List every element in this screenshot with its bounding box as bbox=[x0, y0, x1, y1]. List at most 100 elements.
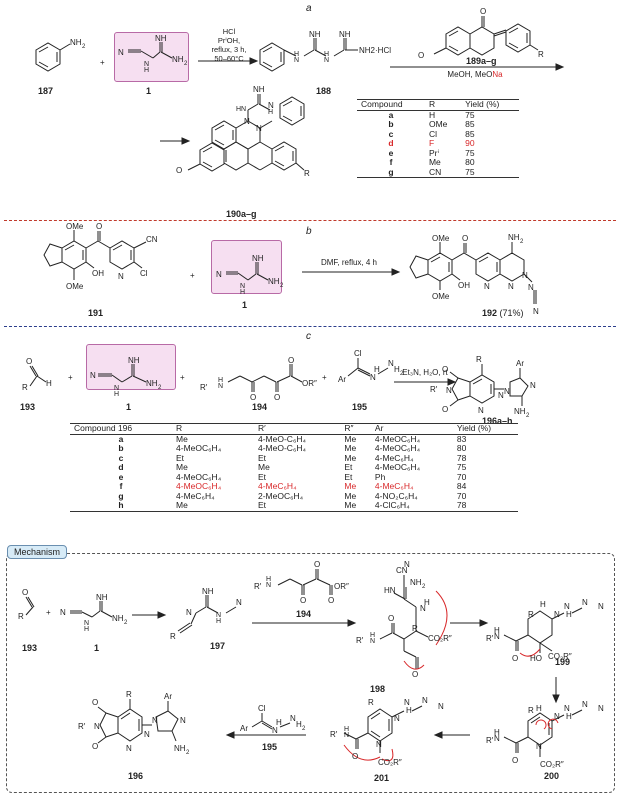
table-cell: 84 bbox=[456, 481, 467, 491]
condition-a1-line: HCl bbox=[222, 27, 236, 36]
svg-text:O: O bbox=[96, 222, 102, 231]
svg-text:2: 2 bbox=[526, 413, 530, 419]
table-header: Yield (%) bbox=[461, 99, 519, 111]
mech-reagent-195: 195 bbox=[262, 742, 278, 752]
table-cell: 80 bbox=[465, 157, 475, 167]
svg-text:N: N bbox=[598, 704, 604, 713]
svg-text:N: N bbox=[94, 722, 100, 731]
condition-a2: MeOH, MeONa bbox=[420, 70, 530, 79]
table-cell: Ph bbox=[374, 471, 386, 482]
table-cell: 85 bbox=[465, 119, 475, 129]
condition-a1-line: reflux, 3 h, bbox=[211, 45, 247, 54]
compound-191: 191 bbox=[88, 308, 104, 318]
svg-text:N: N bbox=[404, 560, 410, 569]
svg-text:H: H bbox=[144, 67, 149, 74]
svg-text:NH: NH bbox=[146, 379, 158, 388]
svg-text:CO₂R″: CO₂R″ bbox=[540, 760, 564, 769]
svg-text:O: O bbox=[442, 405, 448, 414]
table-cell: Me bbox=[344, 452, 357, 463]
svg-text:O: O bbox=[352, 752, 358, 761]
svg-text:CO₂R″: CO₂R″ bbox=[378, 758, 402, 767]
svg-text:2: 2 bbox=[280, 283, 284, 289]
highlight-reagent-1-c bbox=[86, 344, 176, 390]
svg-text:N: N bbox=[533, 307, 539, 316]
svg-text:NH: NH bbox=[112, 614, 124, 623]
svg-text:N: N bbox=[522, 271, 528, 280]
svg-text:O: O bbox=[22, 588, 28, 597]
svg-text:R′: R′ bbox=[356, 636, 364, 645]
svg-text:N: N bbox=[422, 696, 428, 705]
table-cell: Cl bbox=[428, 128, 437, 139]
svg-text:R: R bbox=[476, 355, 482, 364]
svg-text:N: N bbox=[114, 385, 119, 392]
table-cell: OMe bbox=[428, 119, 448, 129]
svg-text:2: 2 bbox=[124, 620, 128, 626]
svg-text:N: N bbox=[484, 282, 490, 291]
table-header-row: Compound R Yield (%) bbox=[357, 99, 519, 111]
compound-192-yield: (71%) bbox=[499, 308, 524, 318]
svg-text:N: N bbox=[144, 730, 150, 739]
table-cell: e bbox=[388, 147, 394, 158]
svg-text:R′: R′ bbox=[430, 385, 438, 394]
svg-text:OMe: OMe bbox=[66, 282, 84, 291]
svg-text:CN: CN bbox=[396, 566, 408, 575]
table-header: Compound bbox=[357, 99, 425, 111]
svg-text:NH: NH bbox=[410, 578, 422, 587]
svg-text:+: + bbox=[100, 58, 105, 67]
svg-text:HN: HN bbox=[236, 106, 246, 113]
table-cell: f bbox=[119, 481, 123, 491]
mech-compound-199: 199 bbox=[555, 657, 571, 667]
separator-b-c bbox=[4, 326, 616, 327]
svg-text:N: N bbox=[446, 386, 452, 395]
svg-text:N: N bbox=[144, 61, 149, 68]
table-header-row: Compound 196 R R′ R″ Ar Yield (%) bbox=[70, 423, 518, 435]
table-cell: Me bbox=[428, 157, 441, 167]
table-cell: a bbox=[388, 109, 394, 120]
svg-text:+: + bbox=[68, 373, 73, 382]
svg-text:H: H bbox=[374, 365, 380, 374]
svg-text:N: N bbox=[324, 57, 329, 64]
svg-text:OMe: OMe bbox=[432, 234, 450, 243]
svg-text:2: 2 bbox=[422, 584, 426, 590]
svg-text:N: N bbox=[494, 734, 500, 743]
svg-text:2: 2 bbox=[158, 385, 162, 391]
svg-text:R′: R′ bbox=[200, 383, 208, 392]
table-cell: d bbox=[118, 462, 124, 472]
svg-text:NH: NH bbox=[70, 38, 82, 47]
table-cell: g bbox=[118, 490, 124, 501]
svg-text:H: H bbox=[240, 289, 245, 296]
svg-text:H: H bbox=[294, 51, 299, 58]
svg-text:N: N bbox=[256, 124, 262, 133]
svg-text:N: N bbox=[536, 742, 542, 751]
table-cell: Et bbox=[176, 452, 185, 463]
svg-text:Ar: Ar bbox=[516, 359, 524, 368]
table-cell: g bbox=[357, 167, 425, 178]
table-cell: CN bbox=[424, 167, 462, 178]
svg-text:R: R bbox=[528, 610, 534, 619]
svg-text:N: N bbox=[60, 608, 66, 617]
svg-text:H: H bbox=[370, 632, 375, 639]
table-cell: 75 bbox=[465, 147, 475, 158]
compound-192: 192 (71%) bbox=[482, 308, 524, 318]
table-cell: 78 bbox=[452, 500, 518, 512]
svg-text:NH: NH bbox=[174, 744, 186, 753]
svg-text:O: O bbox=[512, 654, 518, 663]
table-cell: 70 bbox=[456, 490, 467, 501]
condition-a1-line: PrⁱOH, bbox=[217, 36, 241, 45]
svg-text:R: R bbox=[170, 632, 176, 641]
svg-text:Cl: Cl bbox=[140, 269, 148, 278]
svg-text:H: H bbox=[344, 726, 349, 733]
svg-text:N: N bbox=[438, 702, 444, 711]
svg-text:OMe: OMe bbox=[66, 222, 84, 231]
compound-195: 195 bbox=[352, 402, 368, 412]
condition-a1: HCl PrⁱOH, reflux, 3 h, 50–60°C bbox=[204, 27, 254, 63]
svg-text:N: N bbox=[218, 383, 223, 390]
table-cell: Me bbox=[176, 433, 188, 444]
svg-text:N: N bbox=[564, 704, 570, 713]
svg-text:N: N bbox=[126, 744, 132, 753]
